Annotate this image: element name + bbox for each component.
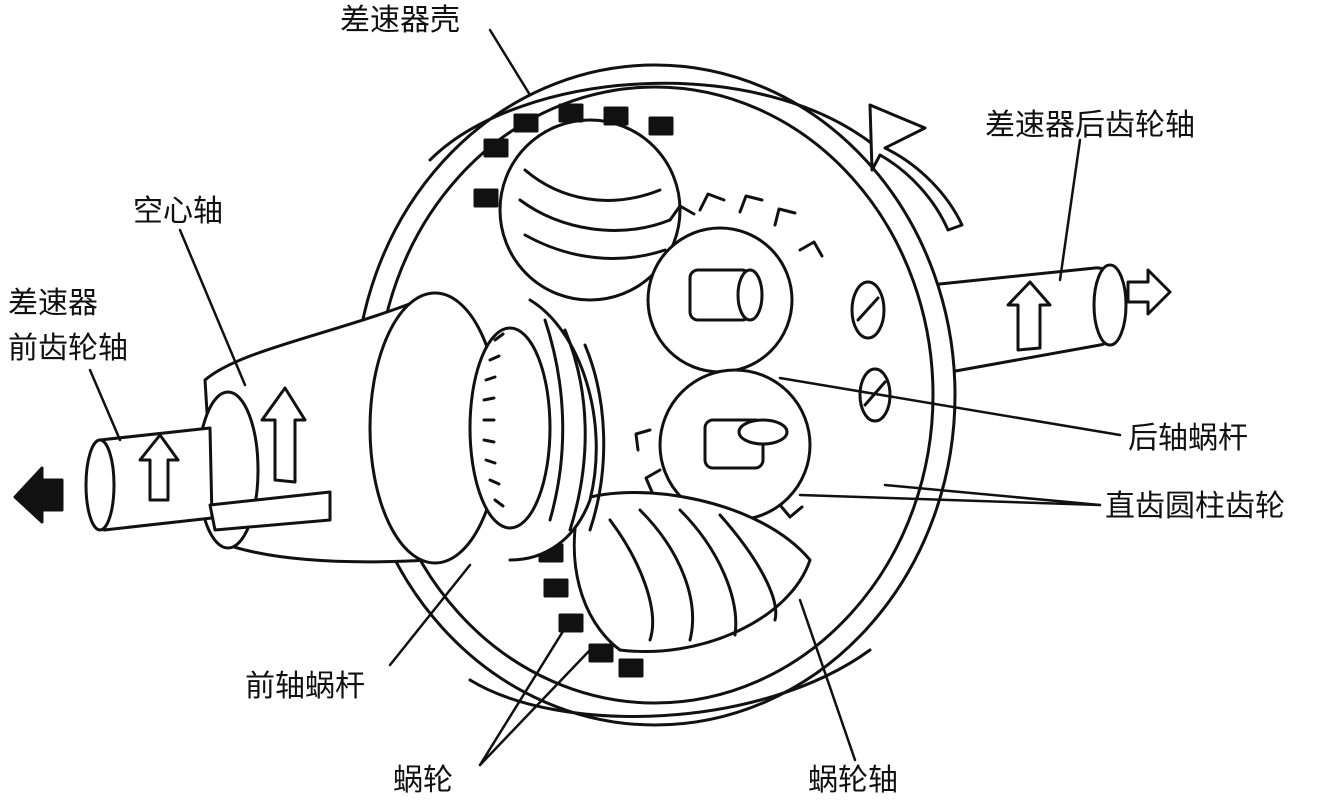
label-front-gear-shaft-line1: 差速器 (8, 286, 98, 321)
leader-worm-wheel-b (478, 618, 572, 767)
rear-gear-shaft (928, 263, 1172, 374)
label-front-gear-shaft-line2: 前齿轮轴 (8, 331, 128, 366)
leader-spur-gear-a (798, 493, 1102, 507)
leader-worm-wheel-a (478, 648, 592, 767)
front-shaft-up-arrow-icon (138, 433, 180, 502)
rear-shaft-up-arrow-icon (1006, 280, 1052, 352)
hollow-shaft-up-arrow-icon (260, 386, 307, 484)
leader-rear-worm (778, 376, 1122, 437)
housing-hole-upper (850, 280, 886, 340)
leader-housing (488, 28, 532, 97)
leader-worm-wheel-shaft (798, 598, 857, 762)
label-worm-wheel: 蜗轮 (393, 763, 453, 798)
label-worm-wheel-shaft: 蜗轮轴 (808, 763, 898, 798)
input-arrow-icon (13, 466, 64, 524)
upper-spur-gear (646, 192, 824, 374)
leader-front-worm (388, 563, 472, 667)
housing-hole-lower (858, 367, 892, 423)
leader-front-shaft (88, 368, 122, 442)
output-arrow-icon (1126, 268, 1172, 316)
rotation-arrow-icon (868, 103, 964, 232)
lower-spur-gear (634, 368, 812, 533)
leader-rear-shaft (1058, 138, 1082, 282)
hollow-shaft (196, 291, 552, 565)
leader-lines (88, 28, 1122, 767)
label-rear-axle-worm: 后轴蜗杆 (1128, 421, 1248, 456)
label-front-axle-worm: 前轴蜗杆 (245, 669, 365, 704)
upper-worm-wheel (473, 103, 682, 302)
label-spur-gear: 直齿圆柱齿轮 (1105, 489, 1285, 524)
label-housing: 差速器壳 (340, 3, 460, 38)
leader-hollow-shaft (178, 228, 247, 387)
front-gear-shaft (13, 426, 332, 532)
label-hollow-shaft: 空心轴 (133, 194, 223, 229)
label-rear-gear-shaft: 差速器后齿轮轴 (985, 108, 1195, 143)
leader-spur-gear-b (883, 483, 1102, 507)
